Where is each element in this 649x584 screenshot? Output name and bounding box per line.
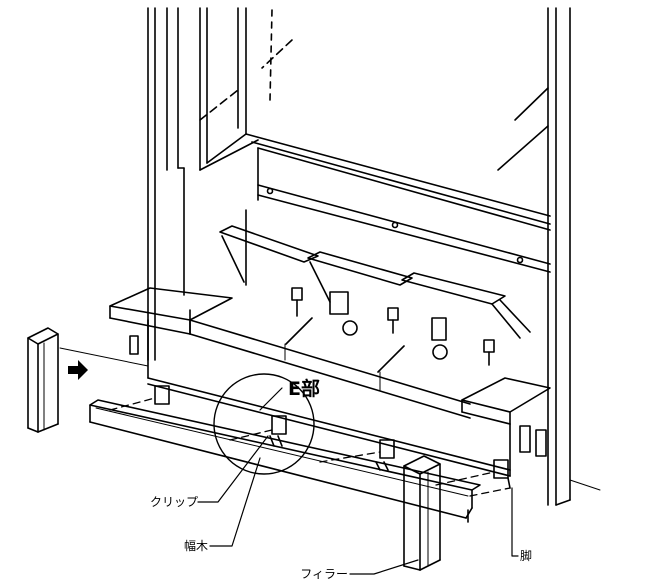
right-filler-panel	[403, 455, 441, 571]
filler-label: フィラー	[300, 567, 348, 581]
back-window-frame	[245, 9, 551, 231]
lid-hinges	[291, 287, 495, 366]
left-frame-post	[147, 7, 185, 361]
right-frame-post	[547, 7, 571, 506]
adjustable-legs	[154, 385, 511, 489]
leader-lines	[197, 387, 519, 575]
detail-e-label: E部	[288, 377, 320, 400]
right-end-cap	[461, 377, 551, 425]
leg-label: 脚	[520, 548, 532, 563]
assembly-guide-lines	[109, 397, 511, 497]
left-door-frame	[199, 7, 259, 171]
insert-direction-arrow	[68, 360, 88, 380]
inner-back-wall	[245, 184, 551, 286]
baseboard-clips	[269, 435, 389, 471]
left-filler-panel	[27, 327, 59, 433]
detail-e-circle	[213, 373, 315, 475]
open-lids	[219, 225, 531, 339]
case-body	[59, 309, 601, 491]
baseboard-label: 幅木	[184, 538, 208, 553]
clip-label: クリップ	[150, 495, 198, 509]
